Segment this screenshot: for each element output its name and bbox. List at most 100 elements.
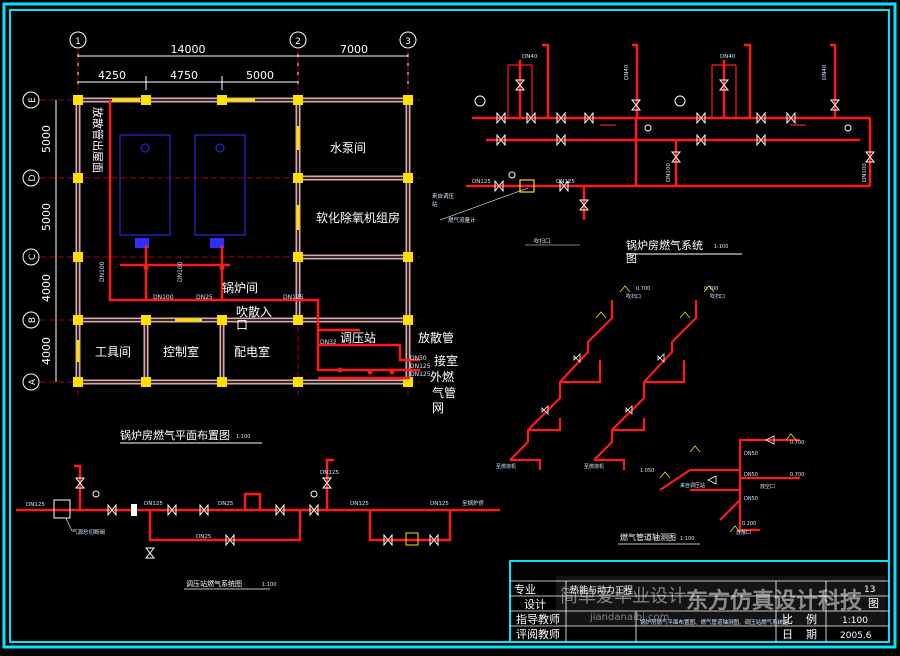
axis-label-2: 2 (295, 37, 301, 47)
watermark-line1: 简单爱毕业设计 (560, 586, 686, 607)
iso-label: 0.700 (790, 472, 804, 478)
outdoor-4: 网 (432, 401, 444, 415)
watermark-plate (556, 576, 886, 626)
iso-label: DN50 (744, 451, 758, 457)
sys-label: DN100 (666, 163, 672, 182)
gas-flow-meter (519, 179, 535, 193)
room-boiler: 锅炉间 (222, 280, 258, 295)
sys-label: DN125 (556, 179, 575, 185)
gauges (474, 95, 852, 179)
iso-label: 放散口 (736, 529, 751, 536)
floor-plan: 1 2 3 14000 7000 4250 4750 5000 E D C B … (22, 31, 458, 444)
iso-label: 0.700 (636, 286, 650, 292)
leader-line (439, 187, 529, 221)
dim-4750: 4750 (170, 69, 198, 82)
sys-label: DN40 (720, 54, 736, 60)
room-vent-pipe: 放散管 (418, 330, 454, 345)
tb-row1-mid: 热能与动力工程 (570, 584, 633, 596)
iso-pipes (509, 300, 800, 532)
reg-note: 至锅炉房 (462, 499, 485, 507)
system-labels: DN40 DN40 DN40 DN40 DN125 DN125 DN100 DN… (432, 54, 868, 245)
iso-caption: 燃气管道轴测图 (620, 532, 676, 542)
sys-label: DN40 (624, 64, 630, 80)
dim-left-2: 5000 (40, 203, 53, 231)
title-block: 专业 热能与动力工程 13 设计 图 指导教师 比 例 1:100 评阅教师 日… (509, 560, 890, 643)
iso-label: DN50 (744, 496, 758, 502)
tb-row4-right: 2005.6 (840, 631, 872, 641)
filter (131, 504, 137, 516)
regulator-caption: 调压站燃气系统图 (186, 579, 242, 588)
watermark-brand: 东方仿真设计科技 (686, 588, 863, 614)
main-shutoff-box (53, 499, 71, 519)
inner-frame (9, 9, 890, 643)
room-pressure-station: 调压站 (340, 331, 376, 345)
axis-label-3: 3 (405, 37, 411, 47)
title-block-text: 专业 热能与动力工程 13 设计 图 指导教师 比 例 1:100 评阅教师 日… (514, 582, 879, 641)
axis-bubble-D (22, 169, 40, 187)
axis-label-E: E (28, 97, 38, 103)
title-block-grid (510, 580, 889, 642)
dim-5000: 5000 (246, 69, 274, 82)
watermark: 简单爱毕业设计 jiandanaibi.com 东方仿真设计科技 (556, 576, 886, 626)
pipe-label: DN125 (283, 294, 304, 301)
regulator-valves (74, 477, 439, 559)
room-labels: 水泵间 软化除氧机组房 锅炉间 工具间 控制室 配电室 调压站 放散管 吹散入 … (95, 141, 458, 415)
tb-row2-left: 设计 (524, 598, 546, 611)
boiler-equipment (119, 134, 246, 236)
tb-row3-left: 指导教师 (516, 612, 560, 626)
tb-row4-mid2: 期 (806, 628, 817, 641)
vent-riser-label: 放散管出屋面 (91, 107, 105, 173)
system-caption-line2: 图 (626, 252, 637, 265)
sys-label: DN125 (472, 179, 491, 185)
dim-left-3: 4000 (40, 274, 53, 302)
plan-caption: 锅炉房燃气平面布置图 (120, 428, 230, 442)
iso-label: 吹扫口 (710, 293, 725, 300)
tb-row4-mid: 日 (782, 628, 793, 641)
purge-inlet-1: 吹散入 (236, 304, 272, 319)
dim-4250: 4250 (98, 69, 126, 82)
iso-label: 放空口 (760, 483, 775, 490)
regulator-caption-scale: 1:100 (262, 582, 276, 588)
system-branches (507, 64, 806, 126)
iso-label: 吹扫口 (626, 293, 641, 300)
sys-note: 来自调压 (432, 192, 455, 200)
sys-note: 燃气流量计 (448, 216, 476, 224)
tb-drawing-names: 锅炉房燃气平面布置图、燃气管道轴测图、调压站燃气系统图 (640, 618, 789, 626)
outdoor-1: 接室 (434, 353, 458, 368)
tb-row3-mid: 比 (782, 613, 793, 626)
reg-note: 气源总切断阀 (72, 528, 105, 536)
valves (494, 79, 876, 211)
columns (73, 95, 413, 387)
iso-label: 0.700 (704, 286, 718, 292)
room-power: 配电室 (234, 344, 270, 359)
reg-label: DN125 (26, 502, 45, 508)
reg-label: DN125 (144, 501, 163, 507)
room-control: 控制室 (163, 344, 199, 359)
iso-markers (595, 285, 797, 533)
reg-label: DN25 (218, 501, 234, 507)
isometric-diagram: DN50 DN50 DN50 0.700 0.700 0.700 0.700 1… (496, 285, 804, 545)
iso-label: 0.700 (790, 440, 804, 446)
axis-bubble-E (22, 91, 40, 109)
pipe-label: DN25 (196, 294, 213, 301)
outdoor-3: 气管 (432, 385, 456, 400)
sys-note: 吹扫口 (534, 237, 551, 245)
tb-row3-right: 1:100 (842, 616, 868, 626)
room-pump: 水泵间 (330, 141, 366, 155)
leader-line (65, 517, 73, 532)
regulator-gauges (92, 490, 318, 498)
dim-left-4: 4000 (40, 337, 53, 365)
sys-label: DN40 (522, 54, 538, 60)
tb-row3-mid2: 例 (806, 612, 817, 626)
tb-row1-code: 13 (864, 585, 875, 595)
regulator-pipes (16, 458, 500, 542)
reg-label: DN125 (350, 501, 369, 507)
watermark-line2: jiandanaibi.com (589, 612, 669, 623)
pipe-label: DN100 (153, 294, 174, 301)
iso-label: 1.050 (640, 468, 654, 474)
windows (76, 98, 300, 362)
axis-label-A: A (28, 378, 38, 385)
